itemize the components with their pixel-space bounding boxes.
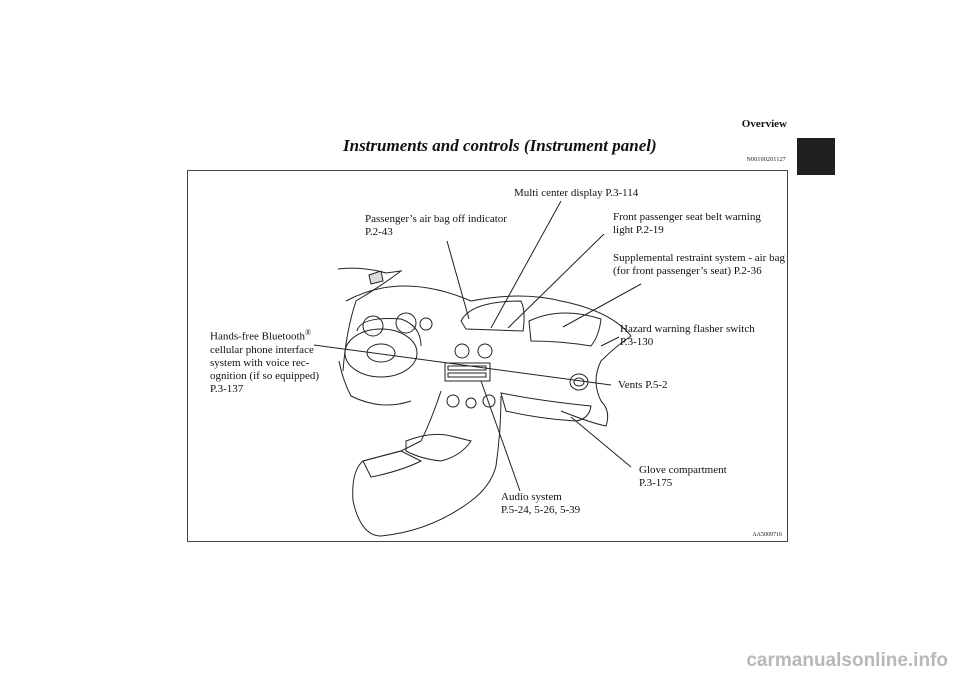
page-code: N00100201127 xyxy=(746,157,786,163)
steering-wheel-icon xyxy=(344,328,418,378)
center-vent-right xyxy=(477,343,493,359)
callout-glove-compartment: Glove compartment P.3-175 xyxy=(639,464,727,490)
figure-code: AA5009716 xyxy=(752,532,782,538)
callout-hazard-flasher: Hazard warning flasher switch P.3-130 xyxy=(620,323,755,349)
callout-line: Glove compartment xyxy=(639,464,727,476)
instrument-panel-figure: Multi center display P.3-114 Passenger’s… xyxy=(187,170,788,542)
gauge-left xyxy=(362,315,384,337)
callout-line: Hazard warning flasher switch xyxy=(620,323,755,335)
callout-line: light P.2-19 xyxy=(613,224,664,236)
callout-line: ognition (if so equipped) xyxy=(210,369,320,382)
a-pillar-outline xyxy=(337,267,403,372)
callout-audio-system: Audio system P.5-24, 5-26, 5-39 xyxy=(501,491,580,517)
dashboard-illustration xyxy=(313,200,642,537)
center-console xyxy=(352,390,502,537)
chapter-tab xyxy=(797,138,835,175)
mirror-icon xyxy=(368,270,384,285)
callout-bluetooth: Hands-free Bluetooth® cellular phone int… xyxy=(210,326,319,396)
airbag-panel xyxy=(528,312,602,347)
callout-line: Passenger’s air bag off indicator xyxy=(365,213,507,225)
callout-line: Supplemental restraint system - air bag xyxy=(613,252,785,264)
callout-airbag-off-indicator: Passenger’s air bag off indicator P.2-43 xyxy=(365,213,507,239)
callout-line: (for front passenger’s seat) P.2-36 xyxy=(613,265,762,277)
callout-line: P.2-43 xyxy=(365,226,393,238)
callout-vents: Vents P.5-2 xyxy=(618,379,668,391)
callout-text: Hands-free Bluetooth xyxy=(210,330,305,343)
callout-line: cellular phone interface xyxy=(210,343,314,356)
callout-line: P.5-24, 5-26, 5-39 xyxy=(501,504,581,516)
section-heading: Overview xyxy=(741,118,787,130)
leader-lines xyxy=(313,200,642,492)
callout-multi-center-display: Multi center display P.3-114 xyxy=(514,187,639,199)
callout-seat-belt-warning: Front passenger seat belt warning light … xyxy=(613,211,761,237)
callout-line: P.3-175 xyxy=(639,477,673,489)
dashboard-top-outline xyxy=(345,285,632,427)
registered-mark: ® xyxy=(305,328,312,337)
page-title: Instruments and controls (Instrument pan… xyxy=(343,136,657,155)
callout-line: Hands-free Bluetooth® xyxy=(210,326,319,344)
gauge-right xyxy=(395,312,417,334)
watermark: carmanualsonline.info xyxy=(746,650,948,671)
callout-line: P.3-130 xyxy=(620,336,654,348)
center-vent-left xyxy=(454,343,470,359)
callout-line: P.3-137 xyxy=(210,382,244,395)
callout-line: system with voice rec- xyxy=(210,356,310,369)
audio-unit xyxy=(444,362,491,382)
steering-hub xyxy=(366,343,396,363)
display-hood xyxy=(460,300,525,332)
callout-line: Audio system xyxy=(501,491,562,503)
callout-srs-airbag: Supplemental restraint system - air bag … xyxy=(613,252,785,278)
callout-line: Front passenger seat belt warning xyxy=(613,211,761,223)
glove-box xyxy=(500,392,592,422)
